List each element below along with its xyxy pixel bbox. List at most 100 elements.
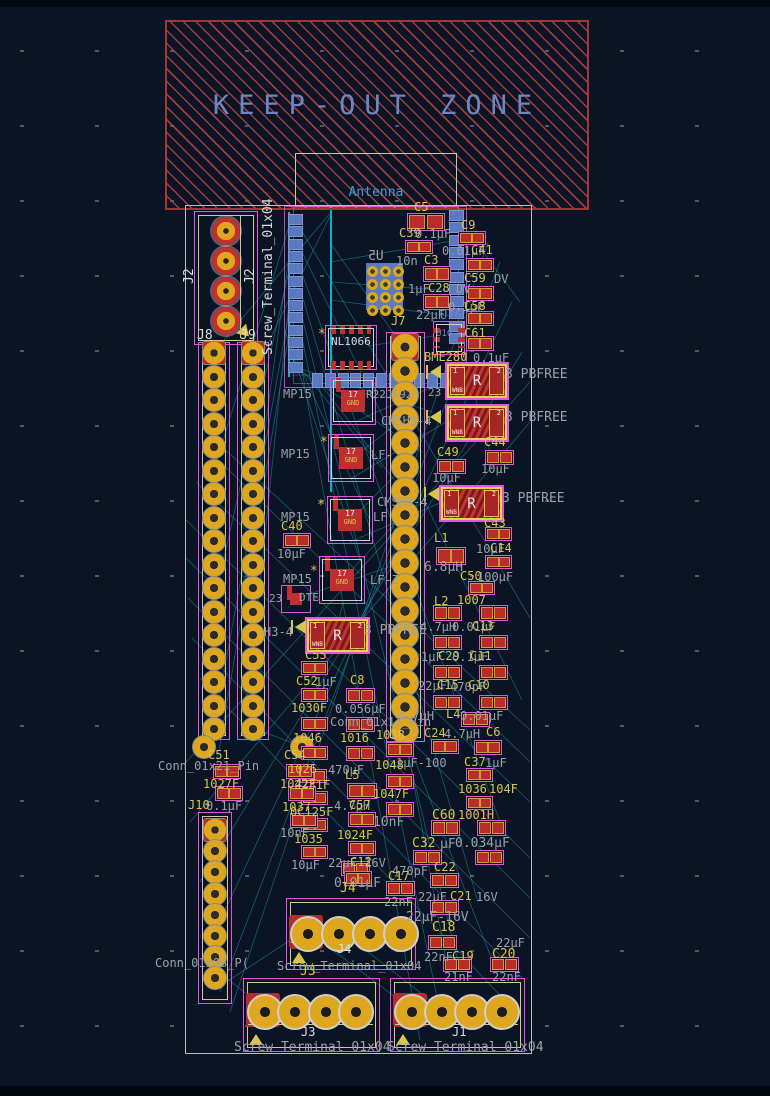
pcb-text-µf[interactable]: µF [440,837,456,852]
pcb-text-0.01µf[interactable]: 0.01µF [442,244,486,258]
pcb-text-conn01x21pin[interactable]: Conn_01x21_Pin [158,759,260,773]
ic-qfn-5[interactable] [281,585,311,613]
pcb-text-0.01µf[interactable]: 0.01µF [334,876,381,891]
pad-J3-4[interactable] [338,994,374,1030]
pcb-text-470pf[interactable]: 470pF [392,864,429,878]
pad-J10-5[interactable] [203,902,227,927]
pad-J8-4[interactable] [202,411,226,436]
pad-J1-4[interactable] [484,994,520,1030]
pcb-text-4.7µh[interactable]: 4.7µH [420,620,457,634]
smd-capacitor-61[interactable] [288,786,316,801]
pcb-text-screwterminal01x04[interactable]: Screw_Terminal_01x04 [234,1040,391,1055]
pcb-text-j4[interactable]: J4 [340,881,356,896]
pcb-text-c43[interactable]: C43 [484,516,506,530]
smd-capacitor-52[interactable] [348,812,376,827]
pcb-text-10nf[interactable]: 10nF [373,815,405,830]
smd-capacitor-63[interactable] [283,533,311,548]
pcb-text-dv[interactable]: DV [494,272,509,286]
pcb-text-1µf[interactable]: 1µF [485,756,507,770]
pcb-text-j8[interactable]: J8 [197,328,213,343]
pcb-text-l5[interactable]: L5 [345,768,360,782]
pcb-text-c14[interactable]: C14 [490,541,512,555]
pad-J9-4[interactable] [241,411,265,436]
pcb-text-c60[interactable]: C60 [432,808,456,823]
pcb-text-c19[interactable]: C19 [452,949,474,963]
pcb-text-c51[interactable]: C51 [208,748,230,762]
pad-J8-14[interactable] [202,646,226,671]
diode-arrow-4[interactable] [295,620,306,634]
pcb-text-c50[interactable]: C50 [460,569,482,583]
connector-courtyard-J3[interactable] [243,978,380,1052]
pad-J8-15[interactable] [202,670,226,694]
pcb-text-j4[interactable]: J4 [337,942,352,956]
pad-J9-5[interactable] [241,435,265,459]
smd-capacitor-8[interactable] [466,311,494,326]
smd-capacitor-20[interactable] [433,665,462,680]
pad-J8-9[interactable] [202,529,226,553]
pcb-text-c15[interactable]: C15 [437,678,459,692]
smd-capacitor-36[interactable] [443,957,472,972]
pcb-text-c57[interactable]: C57 [349,798,371,812]
pad-J7-7[interactable] [391,477,419,505]
pcb-text-2231f[interactable]: 2231F [294,778,331,792]
pad-J8-2[interactable] [202,364,226,389]
pcb-text-1016[interactable]: 1016 [340,731,369,745]
pcb-text-screwterminal01x04[interactable]: Screw_Terminal_01x04 [277,959,422,973]
smd-capacitor-15[interactable] [468,581,495,595]
pad-J8-12[interactable] [202,599,226,624]
smd-capacitor-39[interactable] [386,881,415,896]
pcb-text-470µf[interactable]: 470µF [328,763,365,777]
pcb-text-3pbfree[interactable]: 3 PBFREE [502,491,565,506]
keepout-zone[interactable]: KEEP-OUT ZONE [165,20,589,210]
smd-capacitor-24[interactable] [461,712,490,727]
smd-capacitor-3[interactable] [423,266,451,282]
smd-capacitor-30[interactable] [477,820,506,836]
module-pad[interactable] [449,271,464,283]
pcb-text-16v[interactable]: 16V [476,890,498,904]
smd-capacitor-40[interactable] [301,661,328,675]
pcb-text-10µf[interactable]: 10µF [277,547,306,561]
smd-capacitor-41[interactable] [301,688,328,702]
pcb-text-10nf[interactable]: 10nF [280,826,309,840]
pad-J7-1[interactable] [391,333,419,361]
pcb-text-cmsh3-4[interactable]: CMSH3-4 [381,414,432,428]
smd-capacitor-56[interactable] [386,774,414,789]
pcb-text-10µf[interactable]: 10µF [481,462,510,476]
pad-J10-8[interactable] [203,966,227,991]
pcb-text-cmsh3-4[interactable]: CMSH3-4 [377,495,428,509]
smd-capacitor-12[interactable] [485,527,512,541]
pcb-text-c58[interactable]: C58 [464,299,486,313]
smd-capacitor-5[interactable] [458,231,486,245]
pcb-text-c12[interactable]: C12 [350,855,372,869]
pcb-text-1001h[interactable]: 1001H [458,808,495,822]
pcb-text-u16[interactable]: U16 [436,329,453,339]
pcb-text-[interactable]: * [317,498,325,513]
smd-capacitor-35[interactable] [428,935,457,950]
pad-J9-3[interactable] [241,388,265,412]
pad-J9-13[interactable] [241,623,265,647]
smd-capacitor-27[interactable] [466,768,493,782]
pcb-text-mp15[interactable]: MP15 [281,510,310,524]
pcb-text-conn01x08p[interactable]: Conn_01x08_P( [155,956,249,970]
module-pad[interactable] [288,324,303,336]
pcb-text-0.1µf[interactable]: 0.1µF [415,227,452,241]
connector-courtyard-J10[interactable] [198,812,232,1004]
smd-capacitor-58[interactable] [213,764,241,779]
pcb-text-c8[interactable]: C8 [350,673,365,687]
pcb-text-mp15[interactable]: MP15 [281,447,310,461]
smd-capacitor-19[interactable] [479,635,508,650]
pad-J8-11[interactable] [202,576,226,600]
smd-capacitor-34[interactable] [430,900,459,915]
pcb-text-lf[interactable]: LF [373,510,388,524]
pad-J8-3[interactable] [202,388,226,412]
diode-arrow-3[interactable] [428,487,439,501]
pcb-text-22µf[interactable]: 22µF [496,936,525,950]
pcb-text-nl1066[interactable]: NL1066 [331,335,371,348]
smd-capacitor-7[interactable] [466,286,494,301]
pcb-text-c44[interactable]: C44 [484,435,506,449]
module-pad[interactable] [288,287,303,299]
pcb-text-screwterminal01x04[interactable]: Screw_Terminal_01x04 [387,1040,544,1055]
pcb-text-c28[interactable]: C28 [428,281,450,295]
